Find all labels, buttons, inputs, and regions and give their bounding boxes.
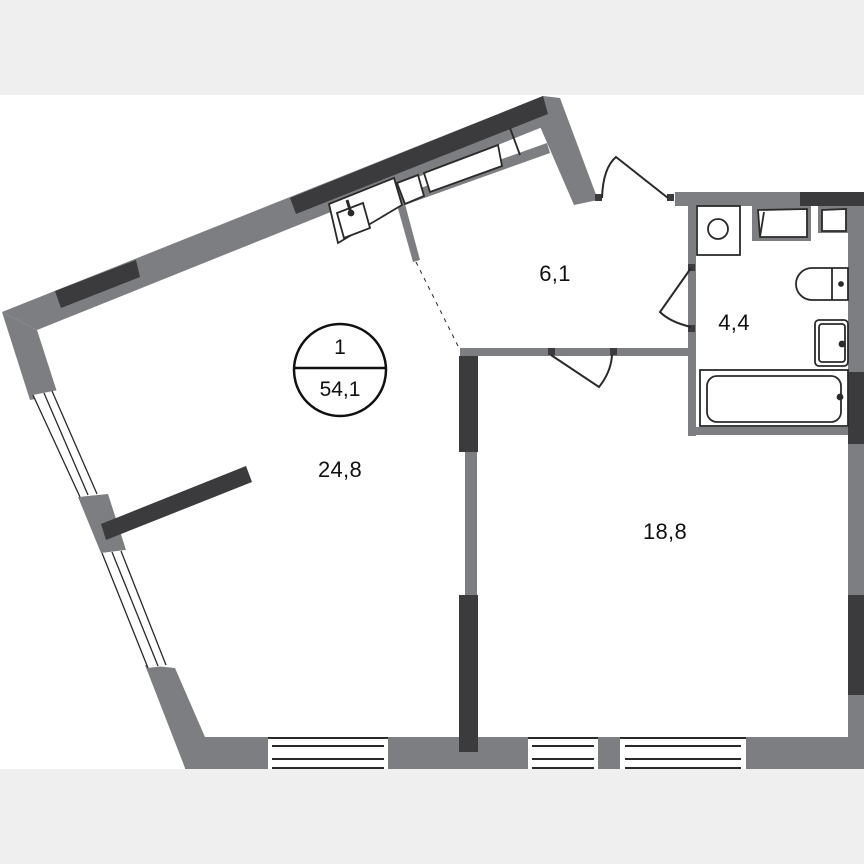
toilet-icon xyxy=(795,267,849,301)
outer-walls xyxy=(2,96,864,769)
room-area-bathroom: 4,4 xyxy=(718,310,750,335)
room-area-bedroom: 18,8 xyxy=(642,519,688,544)
room-area-hallway: 6,1 xyxy=(539,261,571,286)
total-area: 54,1 xyxy=(319,378,361,401)
washing-machine-icon xyxy=(696,205,741,256)
kitchen-counter-icon xyxy=(395,127,521,206)
fixtures xyxy=(327,127,849,427)
bedroom-door xyxy=(550,354,613,389)
entrance-door xyxy=(601,155,669,199)
apartment-badge: 1 54,1 xyxy=(296,332,384,412)
doors[interactable] xyxy=(415,155,692,389)
apartment-badge-shape xyxy=(292,322,388,418)
bathroom-door xyxy=(658,267,692,328)
bathroom-shelf-icon xyxy=(752,206,848,241)
bathtub-icon xyxy=(699,369,849,427)
kitchen-opening xyxy=(415,261,461,351)
structural-walls xyxy=(55,96,864,752)
room-area-living-kitchen: 24,8 xyxy=(317,457,363,482)
rooms-count: 1 xyxy=(334,336,346,359)
windows xyxy=(32,390,746,769)
washbasin-icon xyxy=(814,319,849,367)
kitchen-sink-icon xyxy=(327,176,404,245)
